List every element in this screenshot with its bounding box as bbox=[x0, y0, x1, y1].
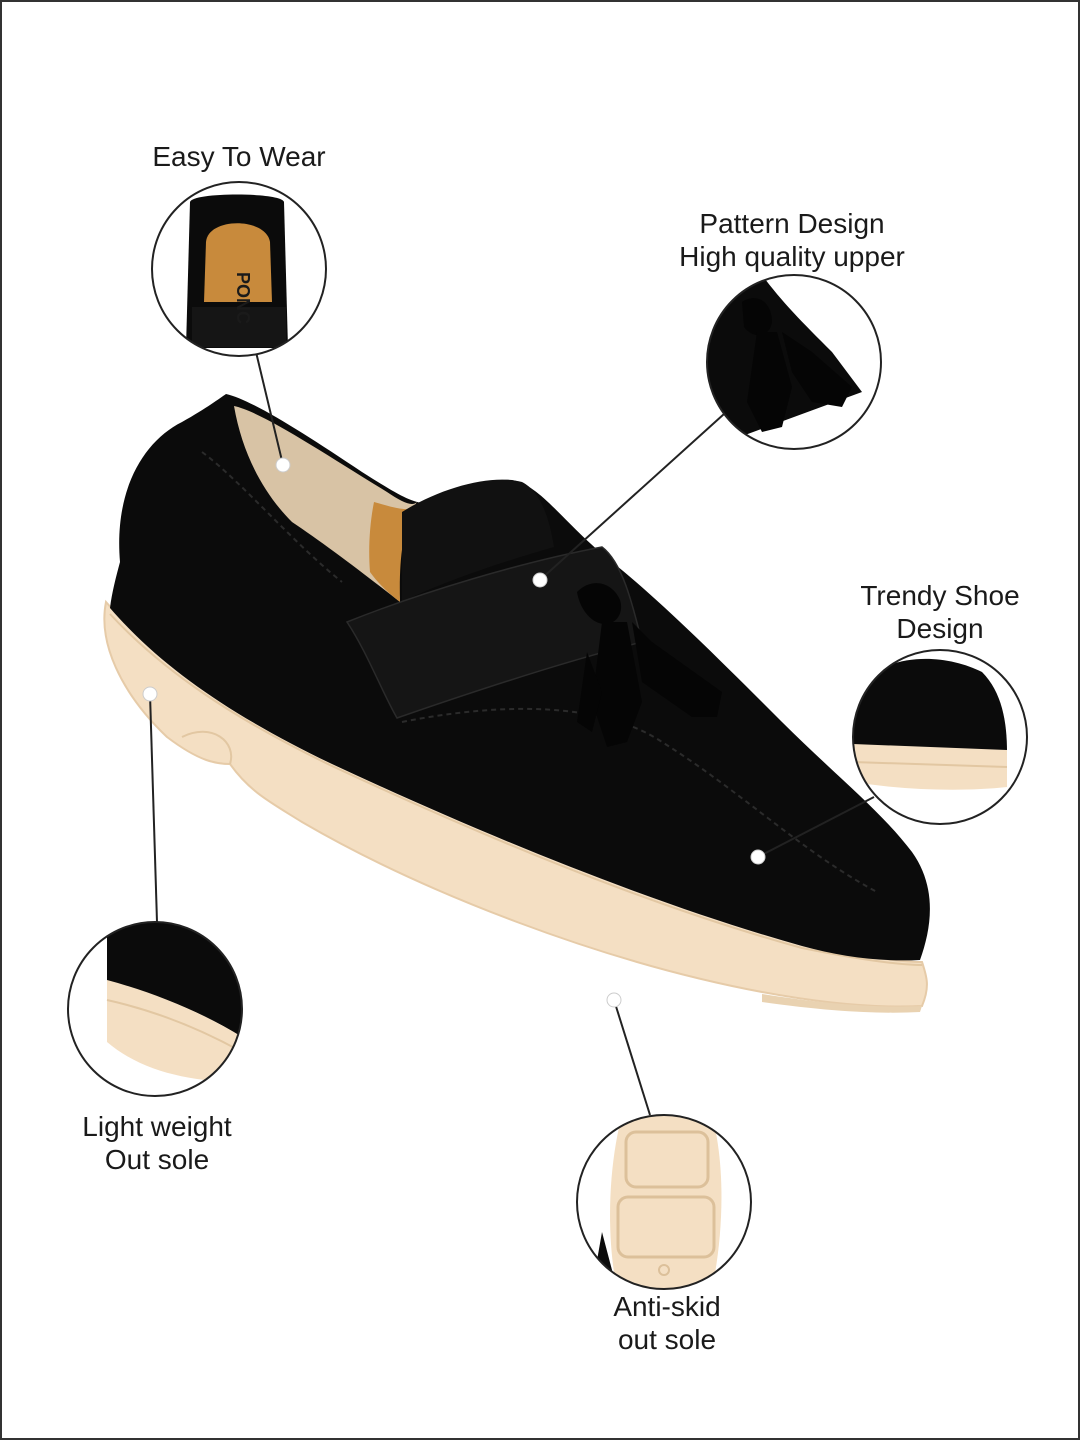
tassel bbox=[577, 583, 722, 747]
main-shoe bbox=[103, 394, 930, 1013]
insole-logo: PONC bbox=[233, 272, 253, 324]
callout-label-easy-to-wear: Easy To Wear bbox=[152, 141, 326, 172]
callout-label-anti-skid: Anti-skid out sole bbox=[613, 1291, 721, 1355]
callout-dots bbox=[142, 457, 766, 1008]
detail-light-weight bbox=[67, 921, 243, 1097]
detail-trendy-design bbox=[852, 649, 1028, 825]
callout-label-trendy-design: Trendy Shoe Design bbox=[860, 580, 1020, 644]
detail-easy-to-wear: PONC bbox=[151, 181, 327, 357]
callout-lines bbox=[149, 351, 875, 1116]
callout-label-pattern-design: Pattern Design High quality upper bbox=[679, 208, 905, 272]
detail-pattern-design bbox=[706, 274, 882, 450]
detail-anti-skid bbox=[576, 1114, 752, 1290]
callout-label-light-weight: Light weight Out sole bbox=[82, 1111, 232, 1175]
